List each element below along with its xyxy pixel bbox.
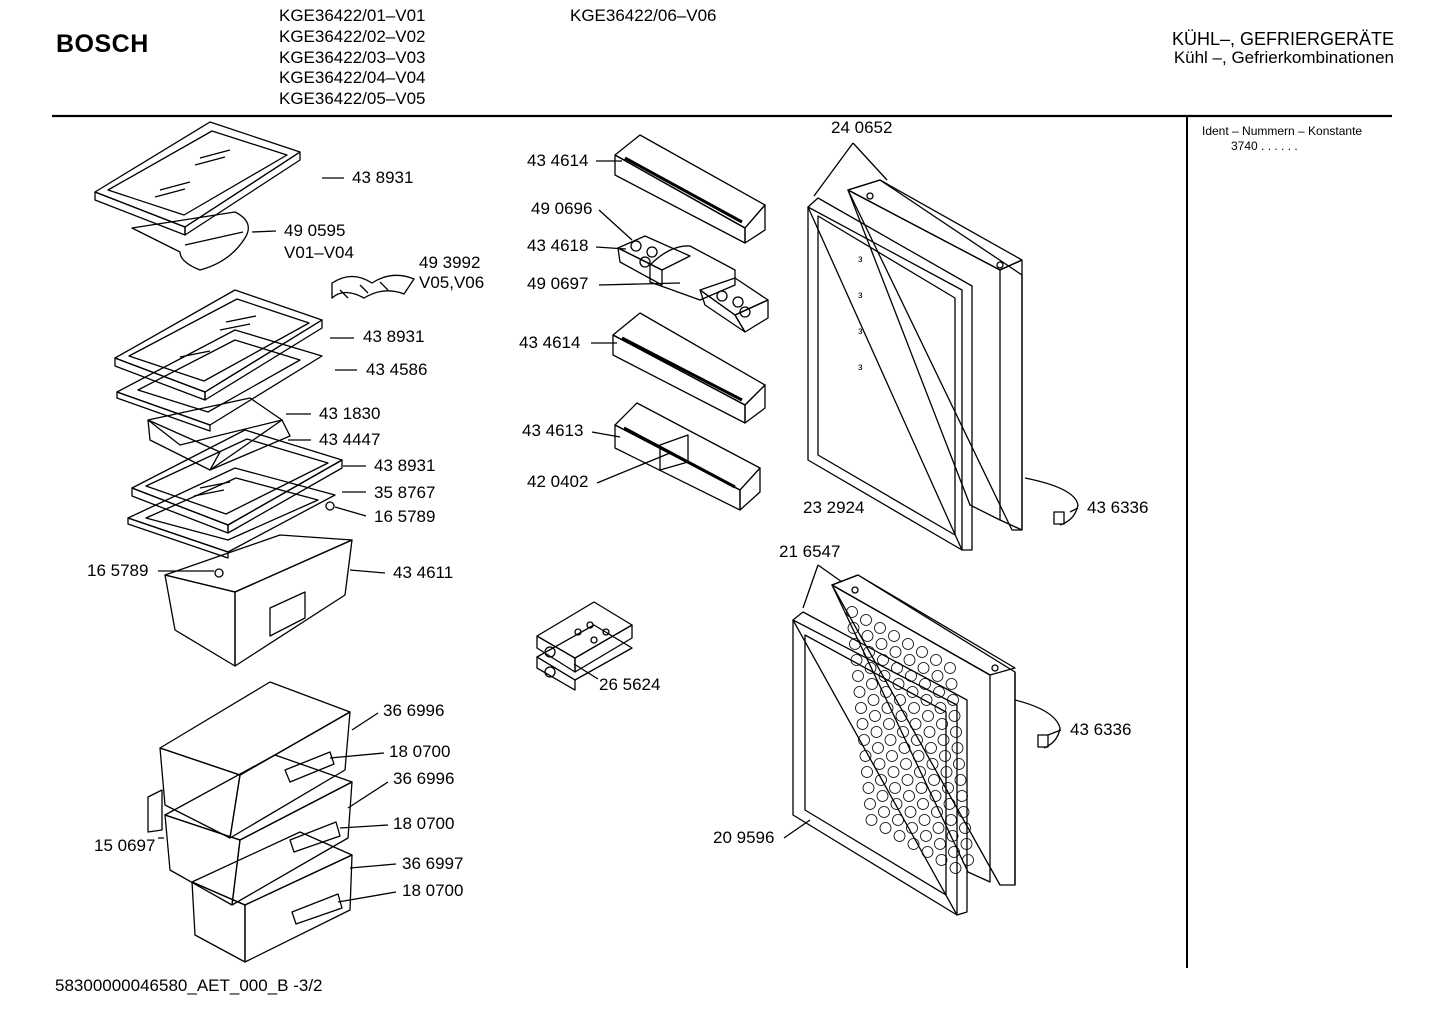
model-list: KGE36422/01–V01 KGE36422/02–V02 KGE36422… [279,6,426,110]
brand-logo: BOSCH [56,30,149,58]
shelf-frame-b [127,467,336,559]
drawer-small [147,397,291,471]
document-footer: 58300000046580_AET_000_B -3/2 [55,976,323,995]
part-number-label: 43 4614 [527,151,589,170]
model-number: KGE36422/05–V05 [279,89,426,109]
leader-lines-right [783,142,1079,839]
part-number-label: 35 8767 [374,483,436,502]
part-number-label: 18 0700 [402,881,464,900]
part-number-label: 36 6996 [383,701,445,720]
part-number-label: 43 8931 [352,168,414,187]
part-number-label: 43 6336 [1087,498,1149,517]
part-number-label: 43 4618 [527,236,589,255]
door-tray-b [612,312,766,424]
model-number: KGE36422/02–V02 [279,26,426,46]
glass-shelf-top [94,121,301,236]
egg-tray [617,235,691,286]
part-number-label: 15 0697 [94,836,156,855]
part-number-label: 43 4614 [519,333,581,352]
ident-value: 3740 . . . . . . [1231,139,1298,153]
part-number-label: 26 5624 [599,675,661,694]
svg-text:з: з [858,326,863,337]
glass-shelf-a [114,289,323,401]
part-number-label: 42 0402 [527,472,589,491]
svg-text:з: з [858,362,863,373]
part-number-label: 16 5789 [87,561,149,580]
part-number-label: V01–V04 [284,243,354,262]
leader-lines-left [158,177,397,903]
part-number-label: 18 0700 [389,742,451,761]
freezer-door-gasket [792,611,968,916]
part-number-label: 36 6996 [393,769,455,788]
drawers-stack [147,681,353,963]
part-number-label: 49 3992 [419,253,481,272]
model-number: KGE36422/03–V03 [279,47,426,67]
model-number: KGE36422/04–V04 [279,68,426,88]
part-number-label: 24 0652 [831,118,893,137]
part-number-label: 49 0595 [284,221,346,240]
model-number: KGE36422/01–V01 [279,6,426,25]
part-number-label: 21 6547 [779,542,841,561]
part-number-label: 23 2924 [803,498,865,517]
butter-tray [699,277,769,333]
leader-lines-middle [573,160,681,680]
part-number-label: 43 4586 [366,360,428,379]
door-hinge-b [1014,699,1061,749]
shelf-frame [116,329,323,432]
category-subtitle: Kühl –, Gefrierkombinationen [1173,48,1394,67]
ice-packs [536,601,633,691]
svg-text:з: з [858,254,863,265]
shelf-support [131,211,249,271]
freezer-door [831,574,1016,886]
part-number-label: 43 8931 [374,456,436,475]
part-number-label: 43 6336 [1070,720,1132,739]
bottle-holder [331,274,415,299]
part-number-label: 43 4611 [393,563,454,582]
part-number-label: 43 1830 [319,404,381,423]
part-number-label: 49 0697 [527,274,589,293]
part-number-label: 36 6997 [402,854,464,873]
butter-lid [649,245,736,301]
part-number-label: 18 0700 [393,814,455,833]
part-number-label: 49 0696 [531,199,593,218]
part-number-label: 20 9596 [713,828,775,847]
crisper-bin [164,501,353,667]
ident-title: Ident – Nummern – Konstante [1202,124,1363,138]
door-tray-c [614,402,761,511]
door-hinge-a [1024,477,1079,526]
part-number-label: 43 4613 [522,421,584,440]
fridge-door: з з з з [847,179,1023,531]
glass-shelf-b [131,429,343,534]
part-number-label: 16 5789 [374,507,436,526]
category-title: KÜHL–, GEFRIERGERÄTE [1171,29,1394,49]
svg-text:з: з [858,290,863,301]
door-tray-a [614,134,766,244]
fridge-door-gasket [807,197,973,551]
model-number: KGE36422/06–V06 [570,6,717,25]
freezer-liner-grid [846,606,974,874]
part-number-label: 43 4447 [319,430,381,449]
part-number-label: V05,V06 [419,273,485,292]
part-number-label: 43 8931 [363,327,425,346]
